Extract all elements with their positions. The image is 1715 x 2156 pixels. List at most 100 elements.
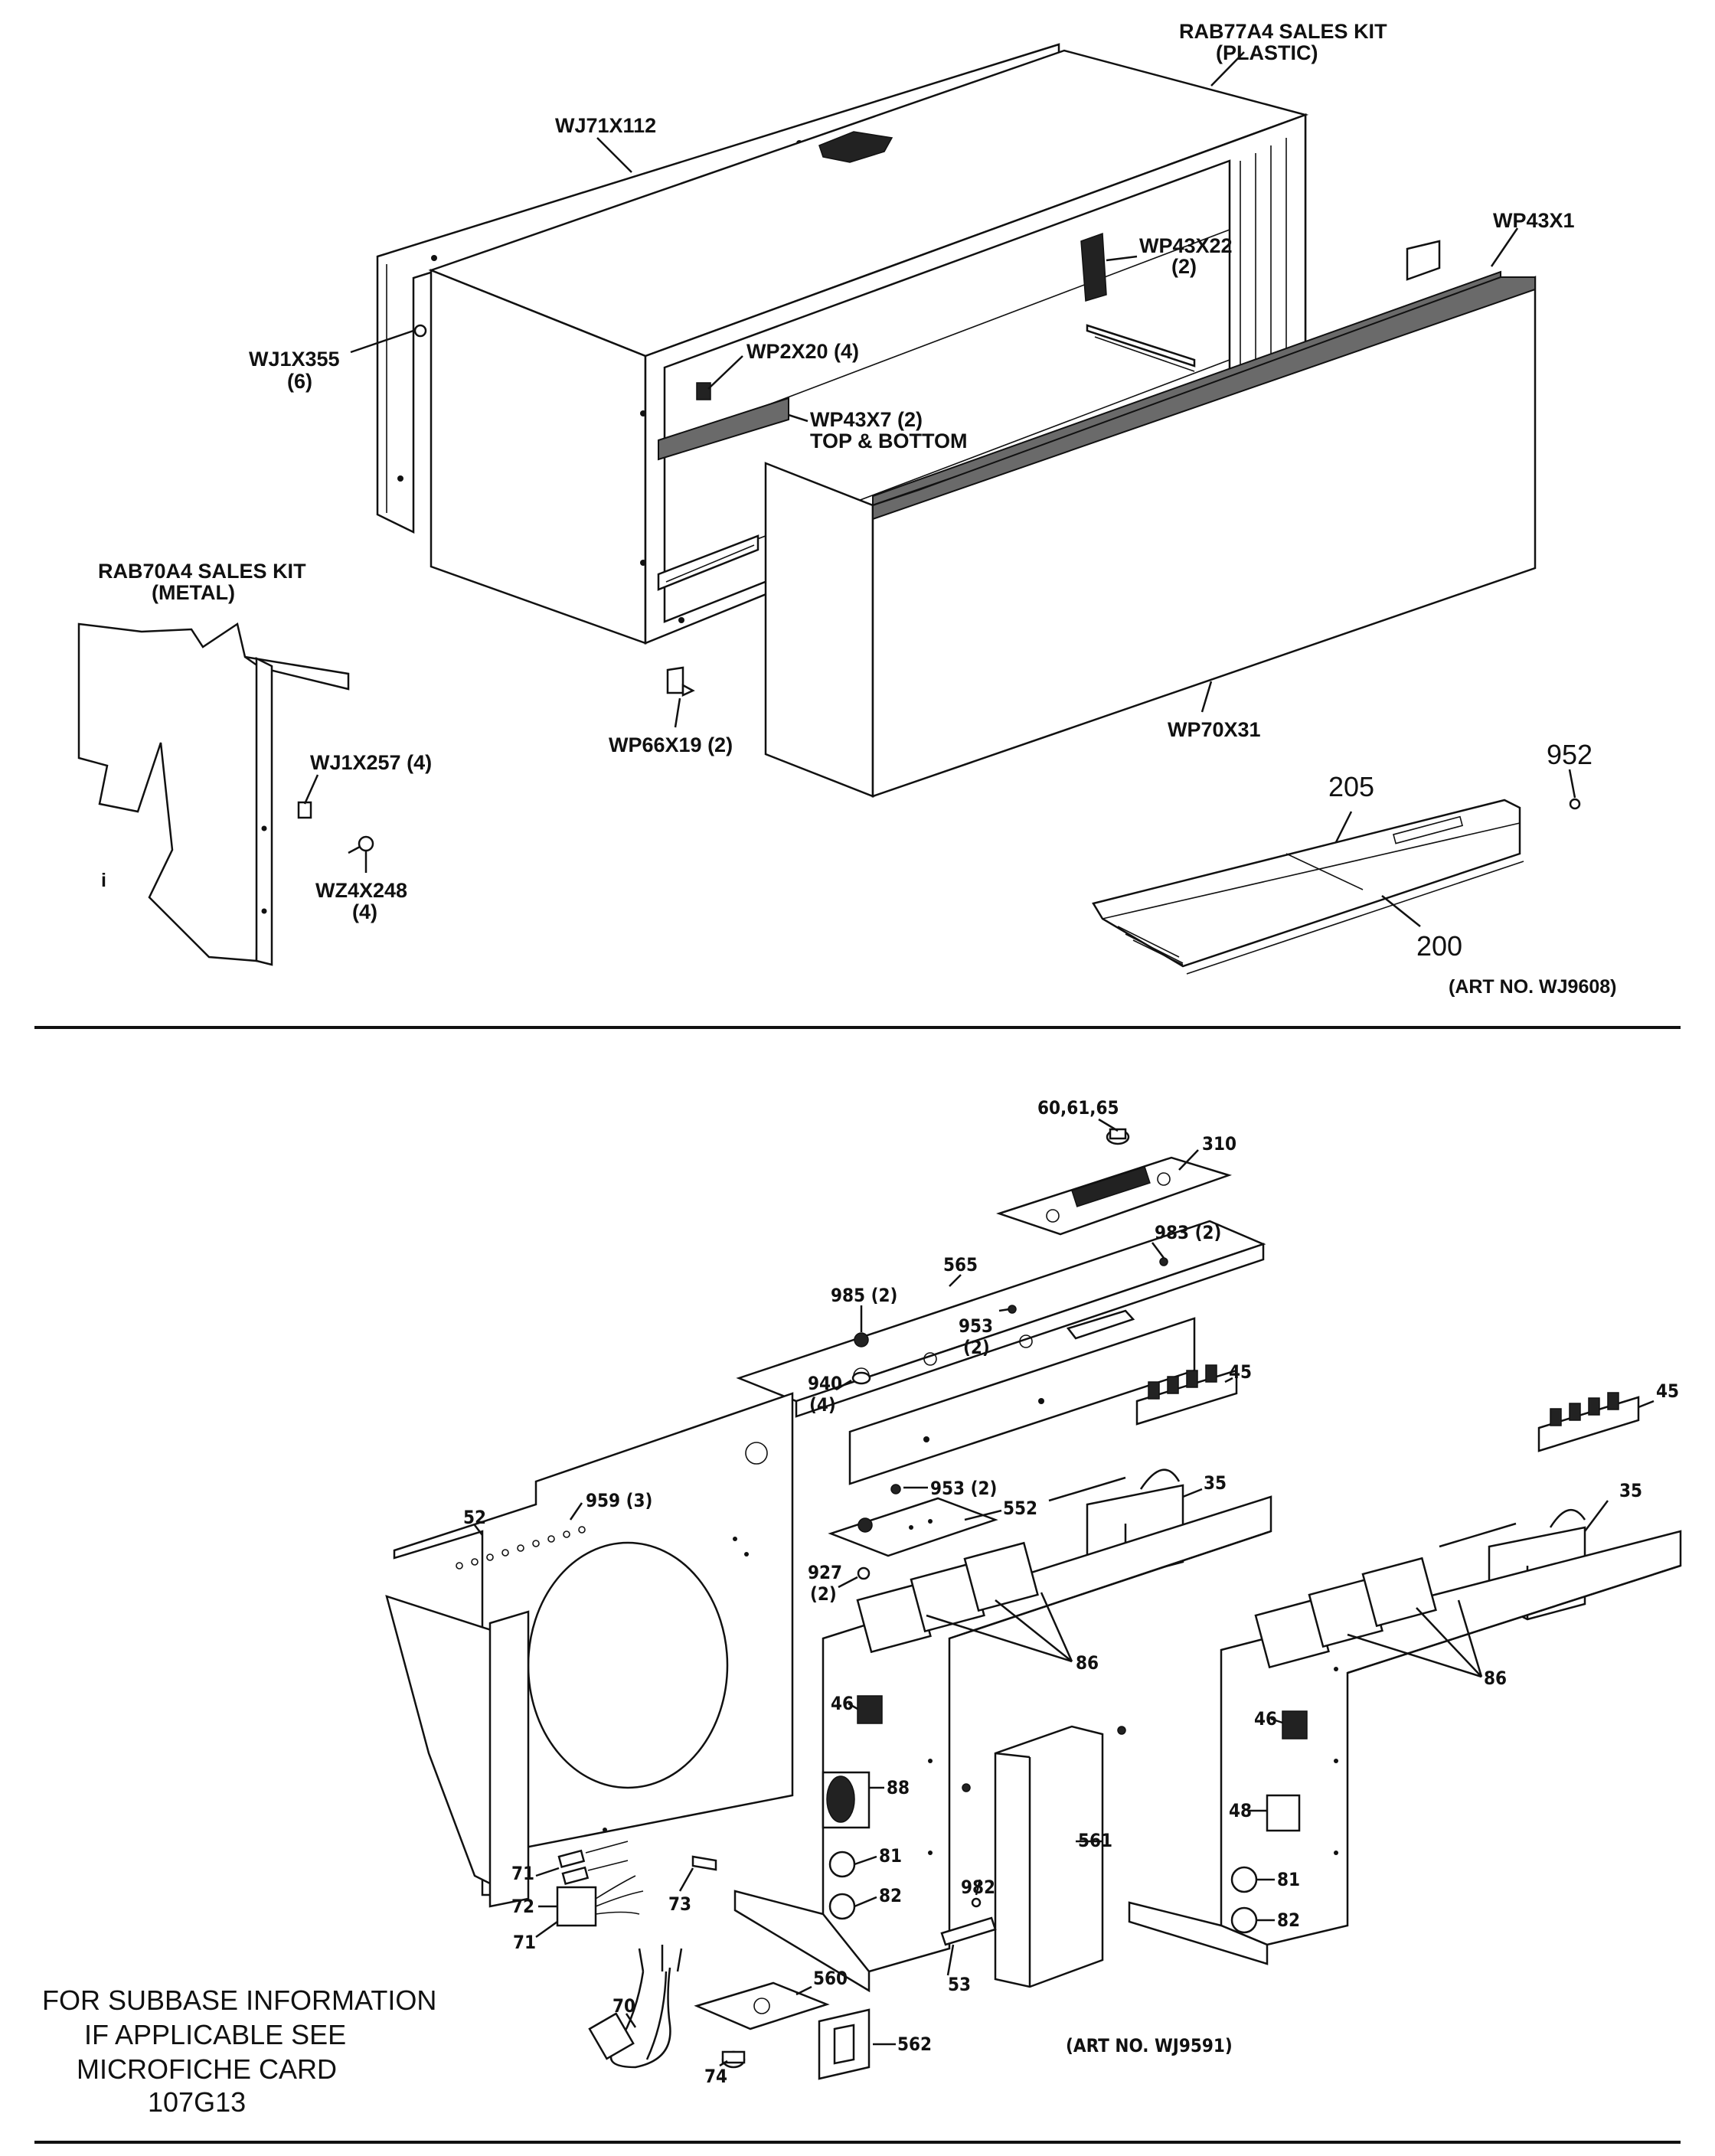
- callout-46-right: 46: [1254, 1708, 1277, 1730]
- wp66x19-bracket: [666, 666, 695, 697]
- callout-552: 552: [1003, 1498, 1037, 1519]
- callout-86-right: 86: [1484, 1668, 1507, 1689]
- bottom-art-number: (ART NO. WJ9591): [1066, 2035, 1233, 2056]
- part-82-indicator-right: [1230, 1906, 1258, 1934]
- top-callout-labels: RAB77A4 SALES KIT (PLASTIC) WJ71X112 WP4…: [98, 20, 1616, 998]
- callout-wp43x22-line1: WP43X22: [1139, 234, 1233, 257]
- part-953-screw-lower: [890, 1484, 901, 1494]
- part-71-connectors-upper: [557, 1841, 629, 1886]
- part-565-control-panel: [736, 1220, 1266, 1485]
- part-88-receptacle: [822, 1771, 871, 1829]
- subbase-note-line3: MICROFICHE CARD: [77, 2053, 337, 2085]
- callout-71-upper: 71: [511, 1863, 534, 1884]
- front-cover-panel: [764, 240, 1537, 798]
- callout-82-left: 82: [879, 1885, 902, 1906]
- callout-562: 562: [897, 2034, 932, 2055]
- callout-wp43x22-line2: (2): [1171, 255, 1197, 278]
- callout-wp43x1: WP43X1: [1493, 209, 1575, 232]
- part-48-switch: [1266, 1794, 1301, 1832]
- part-52-side-bracket: [385, 1595, 530, 1908]
- part-screw-center: [962, 1783, 971, 1792]
- part-86-switches-left: [856, 1541, 1039, 1654]
- callout-953-top-line1: 953: [959, 1315, 993, 1337]
- part-940-washer: [851, 1371, 871, 1385]
- subbase-note-line4: 107G13: [148, 2086, 246, 2118]
- callout-46-left: 46: [831, 1693, 854, 1714]
- part-45-terminal-block-right: [1537, 1392, 1640, 1452]
- subbase-note-line1: FOR SUBBASE INFORMATION: [42, 1984, 436, 2016]
- part-985-screw: [854, 1332, 869, 1348]
- callout-953-top-line2: (2): [963, 1337, 990, 1358]
- part-70-power-cord: [588, 1945, 683, 2069]
- callout-959: 959 (3): [586, 1490, 652, 1511]
- stray-mark-i: i: [101, 870, 106, 891]
- callout-81-left: 81: [879, 1845, 902, 1867]
- callout-60-61-65: 60,61,65: [1037, 1097, 1119, 1119]
- bottom-exploded-view: 60,61,65 310 983 (2) 565 985 (2) 953 (2)…: [42, 1097, 1682, 2118]
- part-983-screw: [1159, 1257, 1168, 1266]
- top-exploded-view: RAB77A4 SALES KIT (PLASTIC) WJ71X112 WP4…: [77, 20, 1616, 998]
- callout-48: 48: [1229, 1800, 1252, 1821]
- callout-wj71x112: WJ71X112: [555, 114, 656, 137]
- part-552-plate: [828, 1497, 998, 1557]
- wj1x257-clip: [297, 801, 312, 819]
- callout-45-right: 45: [1656, 1380, 1679, 1402]
- part-927-nut: [857, 1566, 871, 1580]
- part-60-61-65-knob: [1106, 1128, 1130, 1145]
- callout-81-right: 81: [1277, 1869, 1300, 1890]
- callout-wj1x355-line1: WJ1X355: [249, 348, 340, 371]
- callout-200: 200: [1416, 930, 1462, 962]
- callout-565: 565: [943, 1254, 978, 1276]
- part-74-knob: [721, 2050, 746, 2069]
- callout-wz4x248-line2: (4): [352, 900, 377, 923]
- callout-940-line1: 940: [808, 1373, 842, 1394]
- top-leader-lines: [303, 51, 1576, 927]
- callout-71-lower: 71: [513, 1932, 536, 1953]
- callout-wj1x257: WJ1X257 (4): [310, 751, 432, 774]
- callout-wp2x20: WP2X20 (4): [746, 340, 859, 363]
- part-73-clip: [691, 1855, 717, 1871]
- callout-983: 983 (2): [1155, 1222, 1221, 1243]
- callout-wp66x19: WP66X19 (2): [609, 733, 733, 756]
- part-953-screw-top: [1008, 1305, 1017, 1314]
- part-561-screw: [1117, 1726, 1126, 1735]
- callout-53: 53: [948, 1974, 971, 1995]
- subbase-note: FOR SUBBASE INFORMATION IF APPLICABLE SE…: [42, 1984, 436, 2118]
- callout-73: 73: [668, 1893, 691, 1915]
- callout-560: 560: [813, 1968, 848, 1989]
- subbase-note-line2: IF APPLICABLE SEE: [84, 2019, 346, 2050]
- callout-561: 561: [1078, 1830, 1112, 1851]
- callout-wz4x248-line1: WZ4X248: [315, 879, 407, 902]
- wz4x248-screw: [348, 835, 374, 854]
- part-81-indicator-left: [828, 1851, 856, 1878]
- part-81-indicator-right: [1230, 1866, 1258, 1893]
- callout-205: 205: [1328, 771, 1374, 802]
- metal-sales-kit-panel: [77, 622, 350, 966]
- callout-953-lower: 953 (2): [930, 1478, 997, 1499]
- callout-wj1x355-line2: (6): [287, 370, 312, 393]
- callout-rab77a4-line1: RAB77A4 SALES KIT: [1179, 20, 1387, 43]
- part-45-terminal-block-left: [1135, 1364, 1238, 1426]
- callout-rab70a4-line2: (METAL): [152, 581, 235, 604]
- callout-52: 52: [463, 1507, 486, 1528]
- callout-wp43x7-line2: TOP & BOTTOM: [810, 430, 968, 452]
- callout-wp43x7-line1: WP43X7 (2): [810, 408, 923, 431]
- callout-82-right: 82: [1277, 1909, 1300, 1931]
- callout-wp70x31: WP70X31: [1168, 718, 1261, 741]
- callout-940-line2: (4): [809, 1394, 836, 1416]
- callout-88: 88: [887, 1777, 910, 1798]
- callout-35-left: 35: [1204, 1472, 1227, 1494]
- part-952-screw: [1569, 798, 1581, 810]
- part-46-relay-left: [857, 1695, 883, 1724]
- callout-rab70a4-line1: RAB70A4 SALES KIT: [98, 560, 306, 583]
- control-panel-cover: [1092, 799, 1524, 975]
- callout-310: 310: [1202, 1133, 1236, 1155]
- top-art-number: (ART NO. WJ9608): [1449, 976, 1616, 998]
- callout-86-left: 86: [1076, 1652, 1099, 1674]
- callout-952: 952: [1547, 739, 1592, 770]
- callout-927-line1: 927: [808, 1562, 842, 1583]
- callout-982: 982: [961, 1877, 995, 1898]
- part-561-cover: [994, 1725, 1104, 1988]
- part-310-nameplate: [996, 1156, 1233, 1236]
